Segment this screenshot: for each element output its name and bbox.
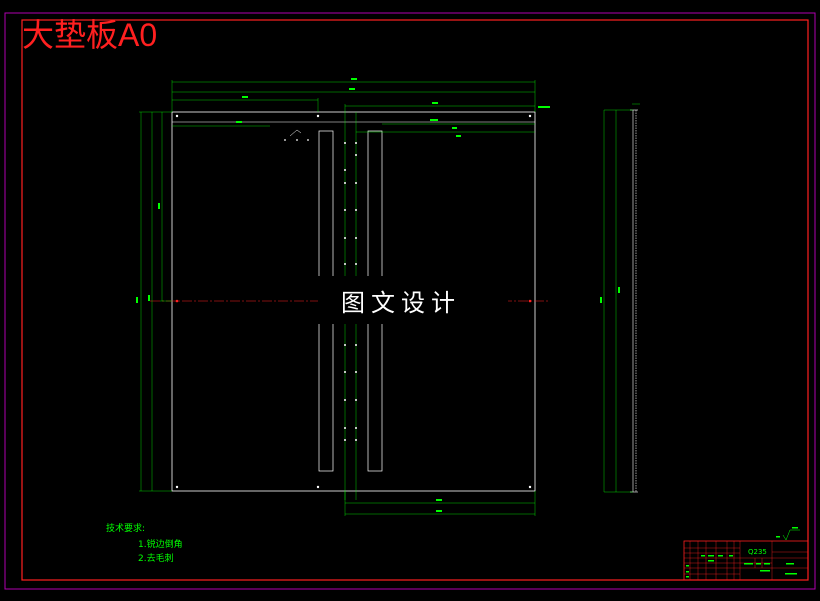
watermark-backdrop — [318, 276, 508, 324]
drawing-frame — [21, 19, 809, 581]
tech-req-item: 1.锐边倒角 — [138, 538, 183, 550]
drawing-title: 大垫板A0 — [22, 17, 157, 53]
side-view — [600, 103, 640, 493]
dimension-values — [136, 78, 550, 512]
roughness-symbol — [776, 527, 800, 541]
front-view-dimensions — [139, 80, 536, 516]
centerline-holes — [175, 299, 532, 303]
tech-req-item: 2.去毛刺 — [138, 552, 174, 564]
outer-border — [4, 12, 816, 590]
corner-holes — [175, 114, 532, 489]
material-label: Q235 — [748, 548, 767, 556]
watermark-text: 图文设计 — [341, 289, 461, 317]
technical-requirements: 技术要求: 1.锐边倒角 2.去毛刺 — [106, 522, 183, 564]
plate-outline — [171, 111, 536, 492]
tech-req-heading: 技术要求: — [106, 522, 145, 534]
title-block: Q235 — [683, 540, 809, 581]
leader-mark — [289, 129, 302, 137]
hole-column — [284, 139, 357, 441]
